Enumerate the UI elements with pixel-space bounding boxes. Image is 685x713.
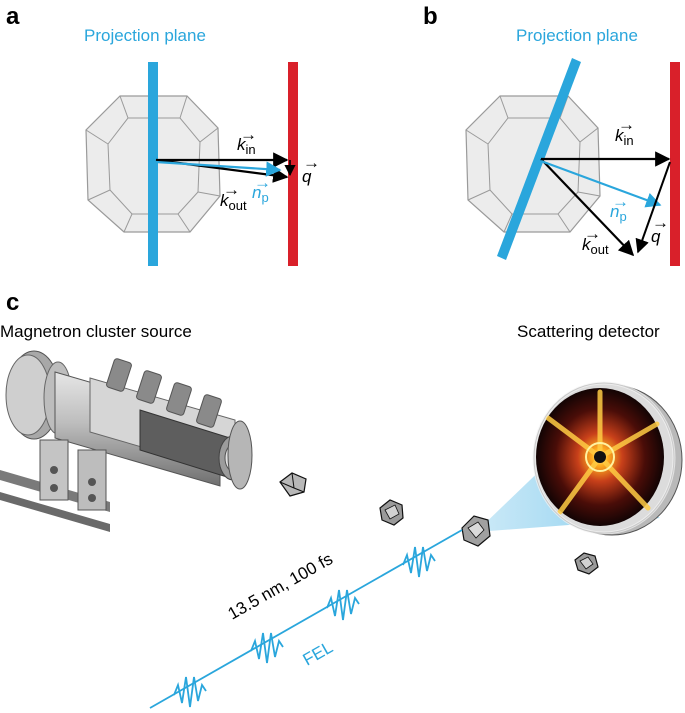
fel-pulse: [173, 676, 207, 708]
svg-text:→: →: [303, 153, 320, 172]
svg-text:np: np: [610, 202, 627, 224]
panel-b-n-p-label: → np: [610, 192, 629, 224]
panel-b-k-out-label: → kout: [582, 224, 609, 257]
svg-text:→: →: [652, 213, 669, 232]
fel-beam-line: [149, 529, 463, 709]
fel-pulse: [250, 632, 284, 664]
svg-text:→: →: [584, 224, 601, 243]
svg-text:kout: kout: [220, 191, 247, 213]
panel-b-k-out-arrow: [540, 158, 635, 257]
panel-c: c Magnetron cluster source Scattering de…: [0, 289, 683, 709]
panel-b-plane-label: Projection plane: [516, 26, 638, 45]
panel-b-projection-plane: [497, 58, 581, 260]
source-label: Magnetron cluster source: [0, 322, 192, 341]
svg-text:kin: kin: [615, 126, 634, 148]
target-cluster: [461, 515, 491, 547]
panel-a-k-in-label: → kin: [237, 125, 257, 157]
svg-text:kout: kout: [582, 235, 609, 257]
panel-a-detector-plane: [288, 62, 298, 266]
fel-label: FEL: [300, 638, 337, 670]
panel-b-detector-plane: [670, 62, 680, 266]
svg-text:→: →: [223, 180, 240, 199]
panel-a-q-label: → q: [302, 153, 320, 186]
scattering-detector-illustration: [532, 381, 683, 536]
svg-text:→: →: [618, 115, 635, 134]
panel-b-k-in-label: → kin: [615, 115, 635, 148]
flying-cluster: [574, 552, 599, 575]
panel-b: b Projection plane → kin → kout: [423, 3, 680, 266]
svg-text:q: q: [302, 167, 312, 186]
panel-b-q-arrow: [635, 161, 671, 254]
panel-c-letter: c: [6, 289, 19, 316]
panel-a-projection-plane: [148, 62, 158, 266]
panel-a-n-p-arrow: [155, 160, 282, 177]
svg-text:kin: kin: [237, 135, 256, 157]
panel-b-n-p-arrow: [540, 159, 662, 208]
panel-a: a Projection plane → kin → kout: [6, 3, 320, 266]
flying-cluster: [379, 499, 404, 526]
panel-b-q-label: → q: [651, 213, 669, 246]
panel-a-letter: a: [6, 3, 20, 30]
fel-pulse: [326, 589, 360, 621]
panel-b-letter: b: [423, 3, 438, 30]
flying-cluster: [279, 472, 307, 497]
svg-text:np: np: [252, 183, 269, 205]
svg-text:→: →: [240, 125, 257, 144]
detector-label: Scattering detector: [517, 322, 660, 341]
panel-a-n-p-label: → np: [252, 173, 271, 205]
panel-a-plane-label: Projection plane: [84, 26, 206, 45]
fel-pulse: [402, 546, 436, 578]
svg-text:q: q: [651, 227, 661, 246]
magnetron-source-illustration: [0, 350, 253, 532]
svg-text:→: →: [612, 192, 629, 211]
svg-text:→: →: [254, 173, 271, 192]
panel-a-k-out-label: → kout: [220, 180, 247, 213]
